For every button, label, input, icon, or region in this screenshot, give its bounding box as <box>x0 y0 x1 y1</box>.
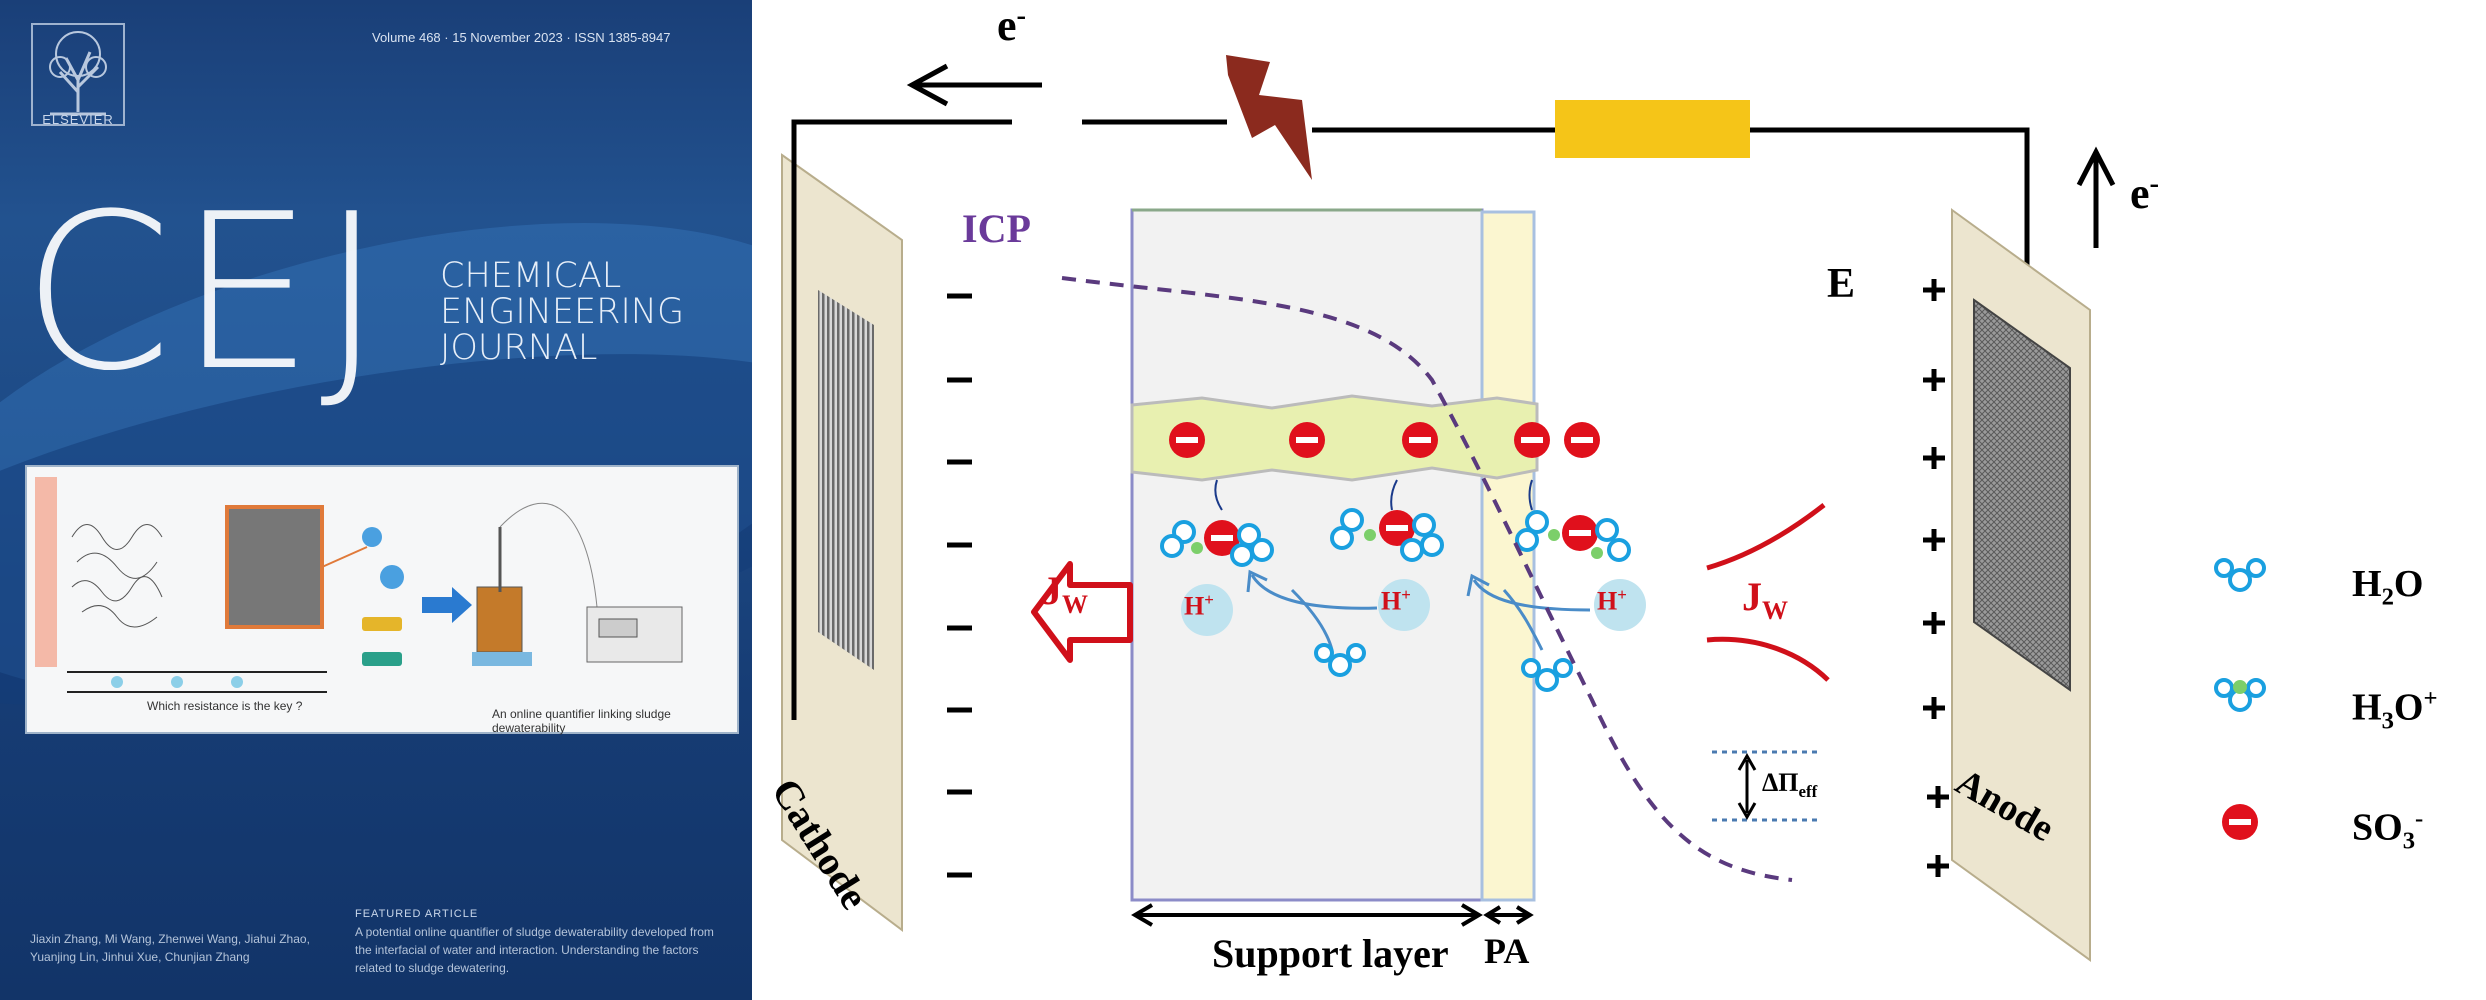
journal-name: CHEMICAL ENGINEERING JOURNAL <box>440 256 685 368</box>
proton-label: H+ <box>1184 590 1214 621</box>
legend-sulfonate-text: SO3- <box>2352 805 2424 855</box>
fo-membrane-schematic: e- e- ICP E JW JW H+ H+ H+ ΔΠeff Cathode… <box>752 0 2486 1000</box>
elsevier-tree-logo <box>31 23 125 126</box>
hydronium-cluster <box>1160 479 1274 567</box>
legend-sulfonate-icon <box>2222 804 2258 840</box>
proton-bubble <box>1594 579 1646 631</box>
graphical-abstract-caption-2: An online quantifier linking sludge dewa… <box>492 707 671 735</box>
graphical-abstract: Which resistance is the key ? An online … <box>25 465 739 735</box>
sulfonate-group <box>1289 422 1325 458</box>
jw-label-left: JW <box>1042 568 1088 619</box>
hydronium-cluster <box>1330 479 1444 562</box>
pa-label: PA <box>1484 931 1530 971</box>
proton-label: H+ <box>1597 585 1627 616</box>
electron-label-right: e- <box>2130 168 2160 218</box>
graphical-abstract-caption: Which resistance is the key ? <box>147 699 303 713</box>
sulfonate-group <box>1402 422 1438 458</box>
sulfonated-band <box>1130 394 1539 482</box>
support-layer-label: Support layer <box>1212 931 1449 976</box>
electron-arrowhead-left <box>906 63 949 107</box>
anode-electrode-mesh <box>1973 298 2071 692</box>
cathode-electrode-mesh <box>818 290 874 670</box>
delta-pi-label: ΔΠeff <box>1762 768 1818 802</box>
legend-hydronium-icon <box>2214 678 2266 712</box>
journal-cover: ELSEVIER Volume 468 · 15 November 2023 ·… <box>0 0 752 1000</box>
featured-article: FEATURED ARTICLE A potential online quan… <box>355 905 725 977</box>
water-flux-curve-bottom <box>1706 636 1830 682</box>
author-list: Jiaxin Zhang, Mi Wang, Zhenwei Wang, Jia… <box>30 932 310 964</box>
proton-bubble <box>1181 584 1233 636</box>
pa-layer <box>1480 210 1536 902</box>
resistor-icon <box>1555 100 1750 158</box>
schematic-drawing <box>781 55 2266 962</box>
proton-flow-arrows <box>1246 569 1591 651</box>
lightning-power-icon <box>1226 55 1312 180</box>
positive-charges <box>1923 279 1949 877</box>
water-flux-arrow-left <box>1031 561 1133 663</box>
icp-label: ICP <box>962 206 1031 251</box>
journal-acronym: CEJ <box>22 167 390 418</box>
publisher-name: ELSEVIER <box>42 112 114 127</box>
sulfonate-group <box>1169 422 1205 458</box>
volume-line: Volume 468 · 15 November 2023 · ISSN 138… <box>372 30 671 45</box>
legend-hydronium-text: H3O+ <box>2352 685 2438 735</box>
water-flux-curve-top <box>1706 503 1826 571</box>
featured-heading: FEATURED ARTICLE <box>355 908 479 920</box>
icp-concentration-profile <box>1061 276 1793 882</box>
sulfonate-group <box>1564 422 1600 458</box>
electron-arrowhead-up <box>2076 146 2116 187</box>
e-label: E <box>1827 261 1856 307</box>
hydronium-cluster <box>1515 479 1631 562</box>
negative-charges <box>947 293 972 878</box>
proton-label: H+ <box>1381 585 1411 616</box>
graphical-abstract-illustration <box>35 477 683 693</box>
featured-text: A potential online quantifier of sludge … <box>355 925 714 975</box>
sulfonate-group <box>1514 422 1550 458</box>
jw-label-right: JW <box>1742 574 1788 625</box>
legend-water-text: H2O <box>2352 563 2424 611</box>
electron-label-top: e- <box>997 0 1027 50</box>
legend-water-icon <box>2214 558 2266 592</box>
proton-bubble <box>1378 579 1430 631</box>
circuit-wire-right-b <box>1732 127 2030 325</box>
support-layer <box>1130 208 1484 902</box>
